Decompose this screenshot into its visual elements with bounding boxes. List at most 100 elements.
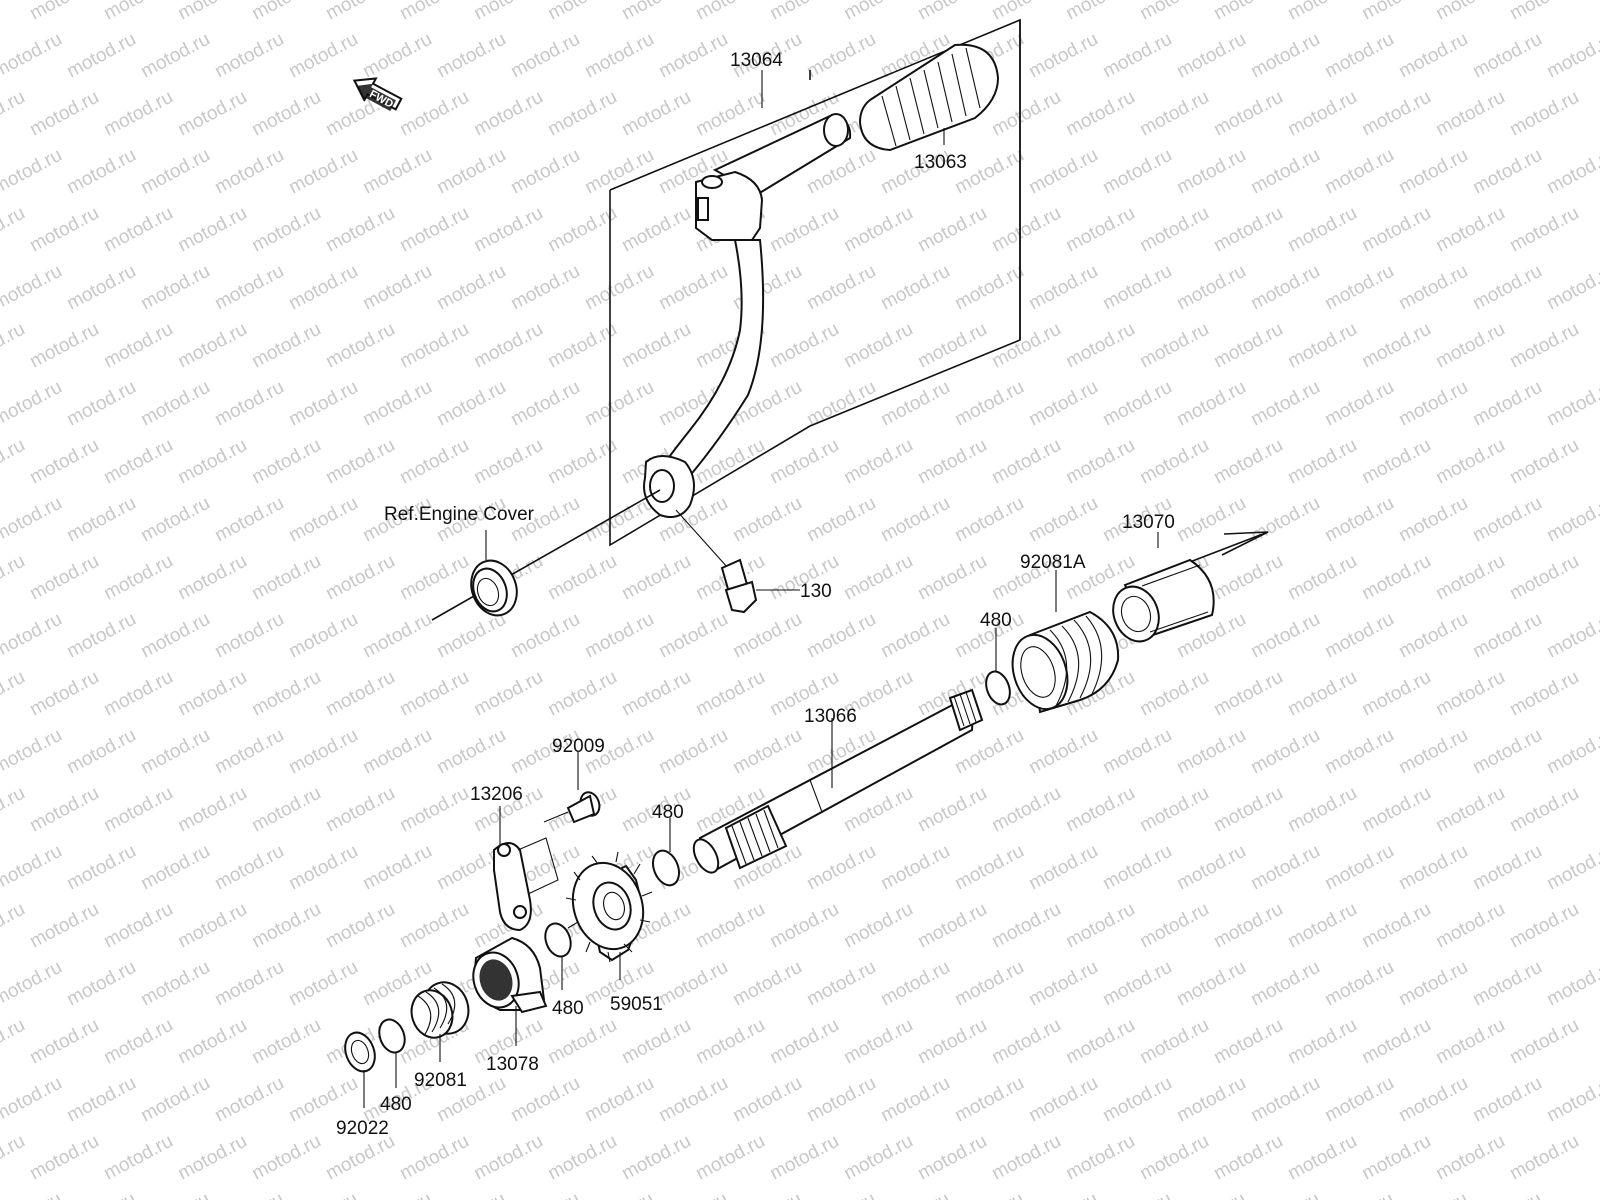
- watermark-text: motod.ru: [1099, 1189, 1175, 1200]
- watermark-text: motod.ru: [248, 783, 324, 837]
- watermark-text: motod.ru: [544, 87, 620, 141]
- watermark-text: motod.ru: [1321, 377, 1397, 431]
- watermark-text: motod.ru: [100, 203, 176, 257]
- watermark-text: motod.ru: [396, 319, 472, 373]
- watermark-text: motod.ru: [100, 1015, 176, 1069]
- watermark-text: motod.ru: [322, 783, 398, 837]
- watermark-text: motod.ru: [1395, 29, 1471, 83]
- watermark-text: motod.ru: [507, 377, 583, 431]
- watermark-text: motod.ru: [1506, 783, 1582, 837]
- watermark-text: motod.ru: [1284, 783, 1360, 837]
- kick-gear-59051: [565, 851, 653, 963]
- watermark-text: motod.ru: [803, 493, 879, 547]
- watermark-text: motod.ru: [988, 87, 1064, 141]
- watermark-text: motod.ru: [803, 609, 879, 663]
- watermark-text: motod.ru: [1210, 435, 1286, 489]
- watermark-text: motod.ru: [951, 957, 1027, 1011]
- label-ref-engine-cover: Ref.Engine Cover: [384, 504, 535, 525]
- watermark-text: motod.ru: [137, 957, 213, 1011]
- watermark-text: motod.ru: [766, 319, 842, 373]
- watermark-text: motod.ru: [1136, 87, 1212, 141]
- watermark-text: motod.ru: [396, 783, 472, 837]
- watermark-text: motod.ru: [1173, 841, 1249, 895]
- watermark-text: motod.ru: [1099, 377, 1175, 431]
- watermark-text: motod.ru: [840, 1015, 916, 1069]
- watermark-text: motod.ru: [26, 1015, 102, 1069]
- watermark-text: motod.ru: [1469, 1073, 1545, 1127]
- watermark-text: motod.ru: [26, 783, 102, 837]
- watermark-text: motod.ru: [581, 1189, 657, 1200]
- watermark-text: motod.ru: [211, 725, 287, 779]
- watermark-text: motod.ru: [1136, 203, 1212, 257]
- watermark-text: motod.ru: [1395, 609, 1471, 663]
- watermark-text: motod.ru: [914, 203, 990, 257]
- watermark-text: motod.ru: [0, 145, 66, 199]
- watermark-text: motod.ru: [877, 1073, 953, 1127]
- watermark-text: motod.ru: [433, 145, 509, 199]
- watermark-text: motod.ru: [1395, 841, 1471, 895]
- watermark-text: motod.ru: [1247, 725, 1323, 779]
- watermark-text: motod.ru: [1210, 783, 1286, 837]
- watermark-text: motod.ru: [914, 319, 990, 373]
- watermark-text: motod.ru: [1395, 957, 1471, 1011]
- watermark-text: motod.ru: [1099, 1073, 1175, 1127]
- watermark-text: motod.ru: [1247, 609, 1323, 663]
- watermark-text: motod.ru: [1469, 493, 1545, 547]
- watermark-text: motod.ru: [211, 609, 287, 663]
- watermark-text: motod.ru: [1358, 667, 1434, 721]
- watermark-text: motod.ru: [322, 899, 398, 953]
- label-92009: 92009: [552, 736, 605, 757]
- kick-lever: [643, 113, 852, 518]
- watermark-text: motod.ru: [729, 957, 805, 1011]
- watermark-text: motod.ru: [26, 87, 102, 141]
- watermark-text: motod.ru: [766, 1131, 842, 1185]
- watermark-text: motod.ru: [174, 551, 250, 605]
- watermark-text: motod.ru: [803, 957, 879, 1011]
- watermark-text: motod.ru: [1025, 841, 1101, 895]
- sleeve-13070: [1112, 558, 1215, 643]
- watermark-text: motod.ru: [544, 0, 620, 24]
- watermark-text: motod.ru: [1284, 203, 1360, 257]
- watermark-text: motod.ru: [0, 667, 29, 721]
- watermark-text: motod.ru: [0, 203, 29, 257]
- watermark-text: motod.ru: [174, 899, 250, 953]
- watermark-text: motod.ru: [655, 29, 731, 83]
- watermark-text: motod.ru: [1321, 29, 1397, 83]
- watermark-text: motod.ru: [1469, 1189, 1545, 1200]
- watermark-text: motod.ru: [1284, 551, 1360, 605]
- watermark-text: motod.ru: [618, 203, 694, 257]
- watermark-text: motod.ru: [433, 725, 509, 779]
- watermark-text: motod.ru: [63, 377, 139, 431]
- watermark-text: motod.ru: [729, 609, 805, 663]
- watermark-text: motod.ru: [1432, 0, 1508, 24]
- watermark-text: motod.ru: [100, 551, 176, 605]
- watermark-text: motod.ru: [433, 29, 509, 83]
- watermark-text: motod.ru: [248, 551, 324, 605]
- watermark-text: motod.ru: [0, 87, 29, 141]
- watermark-text: motod.ru: [692, 1015, 768, 1069]
- watermark-text: motod.ru: [470, 87, 546, 141]
- watermark-text: motod.ru: [1506, 899, 1582, 953]
- watermark-text: motod.ru: [1358, 0, 1434, 24]
- watermark-text: motod.ru: [1543, 29, 1600, 83]
- lever-axis: [431, 489, 661, 621]
- watermark-text: motod.ru: [655, 1189, 731, 1200]
- watermark-text: motod.ru: [692, 667, 768, 721]
- watermark-text: motod.ru: [470, 0, 546, 24]
- watermark-text: motod.ru: [396, 667, 472, 721]
- watermark-text: motod.ru: [1469, 725, 1545, 779]
- watermark-text: motod.ru: [285, 145, 361, 199]
- watermark-text: motod.ru: [433, 261, 509, 315]
- watermark-text: motod.ru: [1136, 667, 1212, 721]
- watermark-text: motod.ru: [803, 261, 879, 315]
- watermark-text: motod.ru: [507, 609, 583, 663]
- watermark-text: motod.ru: [507, 145, 583, 199]
- watermark-text: motod.ru: [803, 377, 879, 431]
- watermark-text: motod.ru: [396, 203, 472, 257]
- circlip-480-upper: [985, 670, 1011, 706]
- watermark-text: motod.ru: [692, 0, 768, 24]
- watermark-text: motod.ru: [100, 899, 176, 953]
- watermark-text: motod.ru: [0, 261, 66, 315]
- watermark-text: motod.ru: [100, 435, 176, 489]
